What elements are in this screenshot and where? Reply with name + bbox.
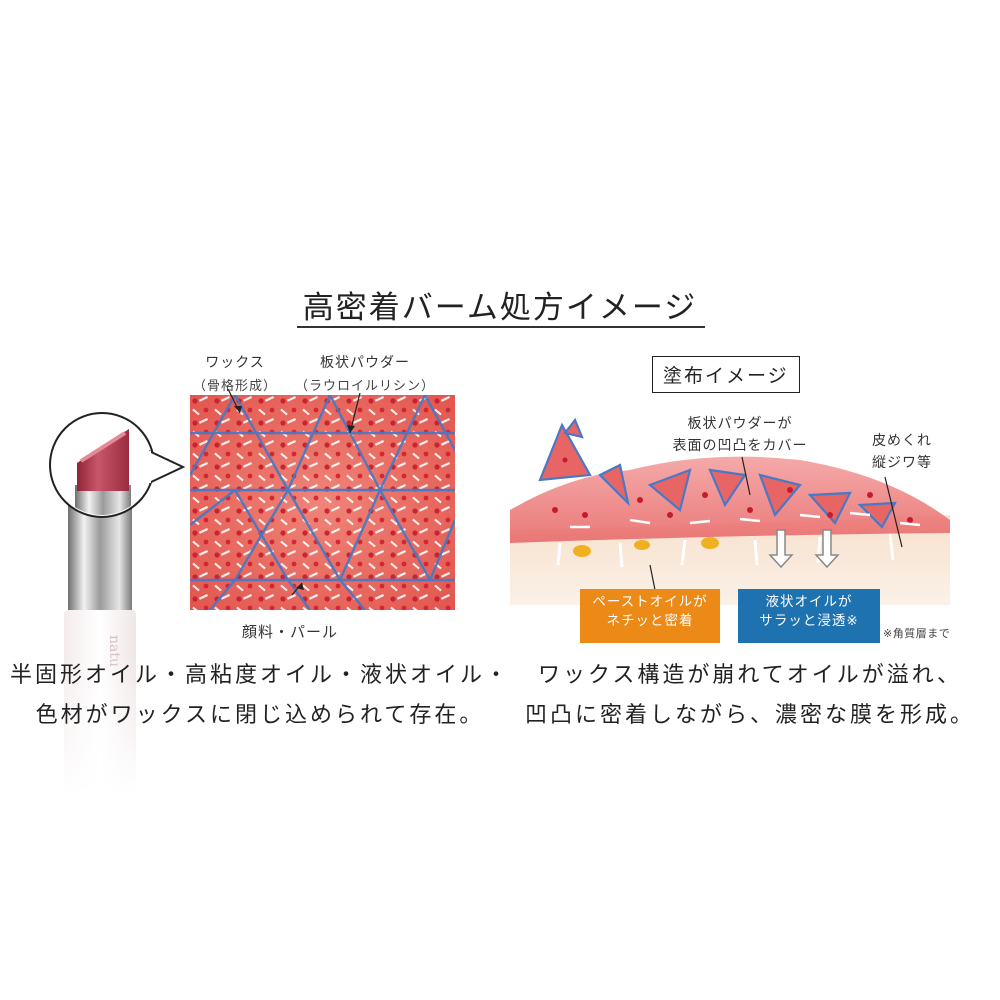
- right-powder-label-line2: 表面の凹凸をカバー: [672, 438, 808, 454]
- paste-oil-badge: ペーストオイルが ネチッと密着: [580, 589, 720, 643]
- right-caption-line1: ワックス構造が崩れてオイルが溢れ、: [538, 663, 962, 688]
- paste-oil-line2: ネチッと密着: [606, 613, 694, 629]
- liquid-oil-line2: サラッと浸透※: [759, 613, 859, 629]
- liquid-oil-badge: 液状オイルが サラッと浸透※: [738, 589, 880, 643]
- right-powder-label: 板状パウダーが 表面の凹凸をカバー: [670, 413, 810, 455]
- skin-label-line2: 縦ジワ等: [872, 455, 932, 471]
- powder-label: 板状パウダー: [320, 355, 410, 371]
- right-caption-line2: 凹凸に密着しながら、濃密な膜を形成。: [524, 703, 975, 728]
- liquid-oil-line1: 液状オイルが: [765, 594, 853, 610]
- left-caption-line2: 色材がワックスに閉じ込められて存在。: [35, 703, 485, 728]
- pigment-label: 顔料・パール: [241, 623, 338, 641]
- skin-label: 皮めくれ 縦ジワ等: [862, 430, 942, 472]
- arrow-down-icon: [768, 529, 840, 569]
- title-underline: [297, 326, 705, 328]
- balm-structure-image: [190, 395, 455, 610]
- wax-label-group: ワックス （骨格形成）: [170, 352, 300, 394]
- wax-label: ワックス: [205, 355, 265, 371]
- powder-sublabel: （ラウロイルリシン）: [294, 379, 435, 394]
- paste-oil-line1: ペーストオイルが: [592, 594, 708, 610]
- powder-label-group: 板状パウダー （ラウロイルリシン）: [290, 352, 440, 394]
- wax-sublabel: （骨格形成）: [192, 379, 277, 394]
- right-powder-label-line1: 板状パウダーが: [687, 416, 793, 432]
- magnify-bubble: [49, 412, 186, 518]
- left-caption-line1: 半固形オイル・高粘度オイル・液状オイル・: [9, 663, 510, 688]
- application-image-title: 塗布イメージ: [652, 356, 800, 393]
- skin-label-line1: 皮めくれ: [872, 433, 932, 449]
- label-pointers-left: [227, 388, 361, 596]
- right-caption: ワックス構造が崩れてオイルが溢れ、 凹凸に密着しながら、濃密な膜を形成。: [500, 657, 1000, 729]
- application-illustration: [510, 417, 950, 605]
- footnote: ※角質層まで: [883, 627, 951, 640]
- page-title: 高密着バーム処方イメージ: [302, 290, 698, 326]
- left-caption: 半固形オイル・高粘度オイル・液状オイル・ 色材がワックスに閉じ込められて存在。: [0, 657, 520, 729]
